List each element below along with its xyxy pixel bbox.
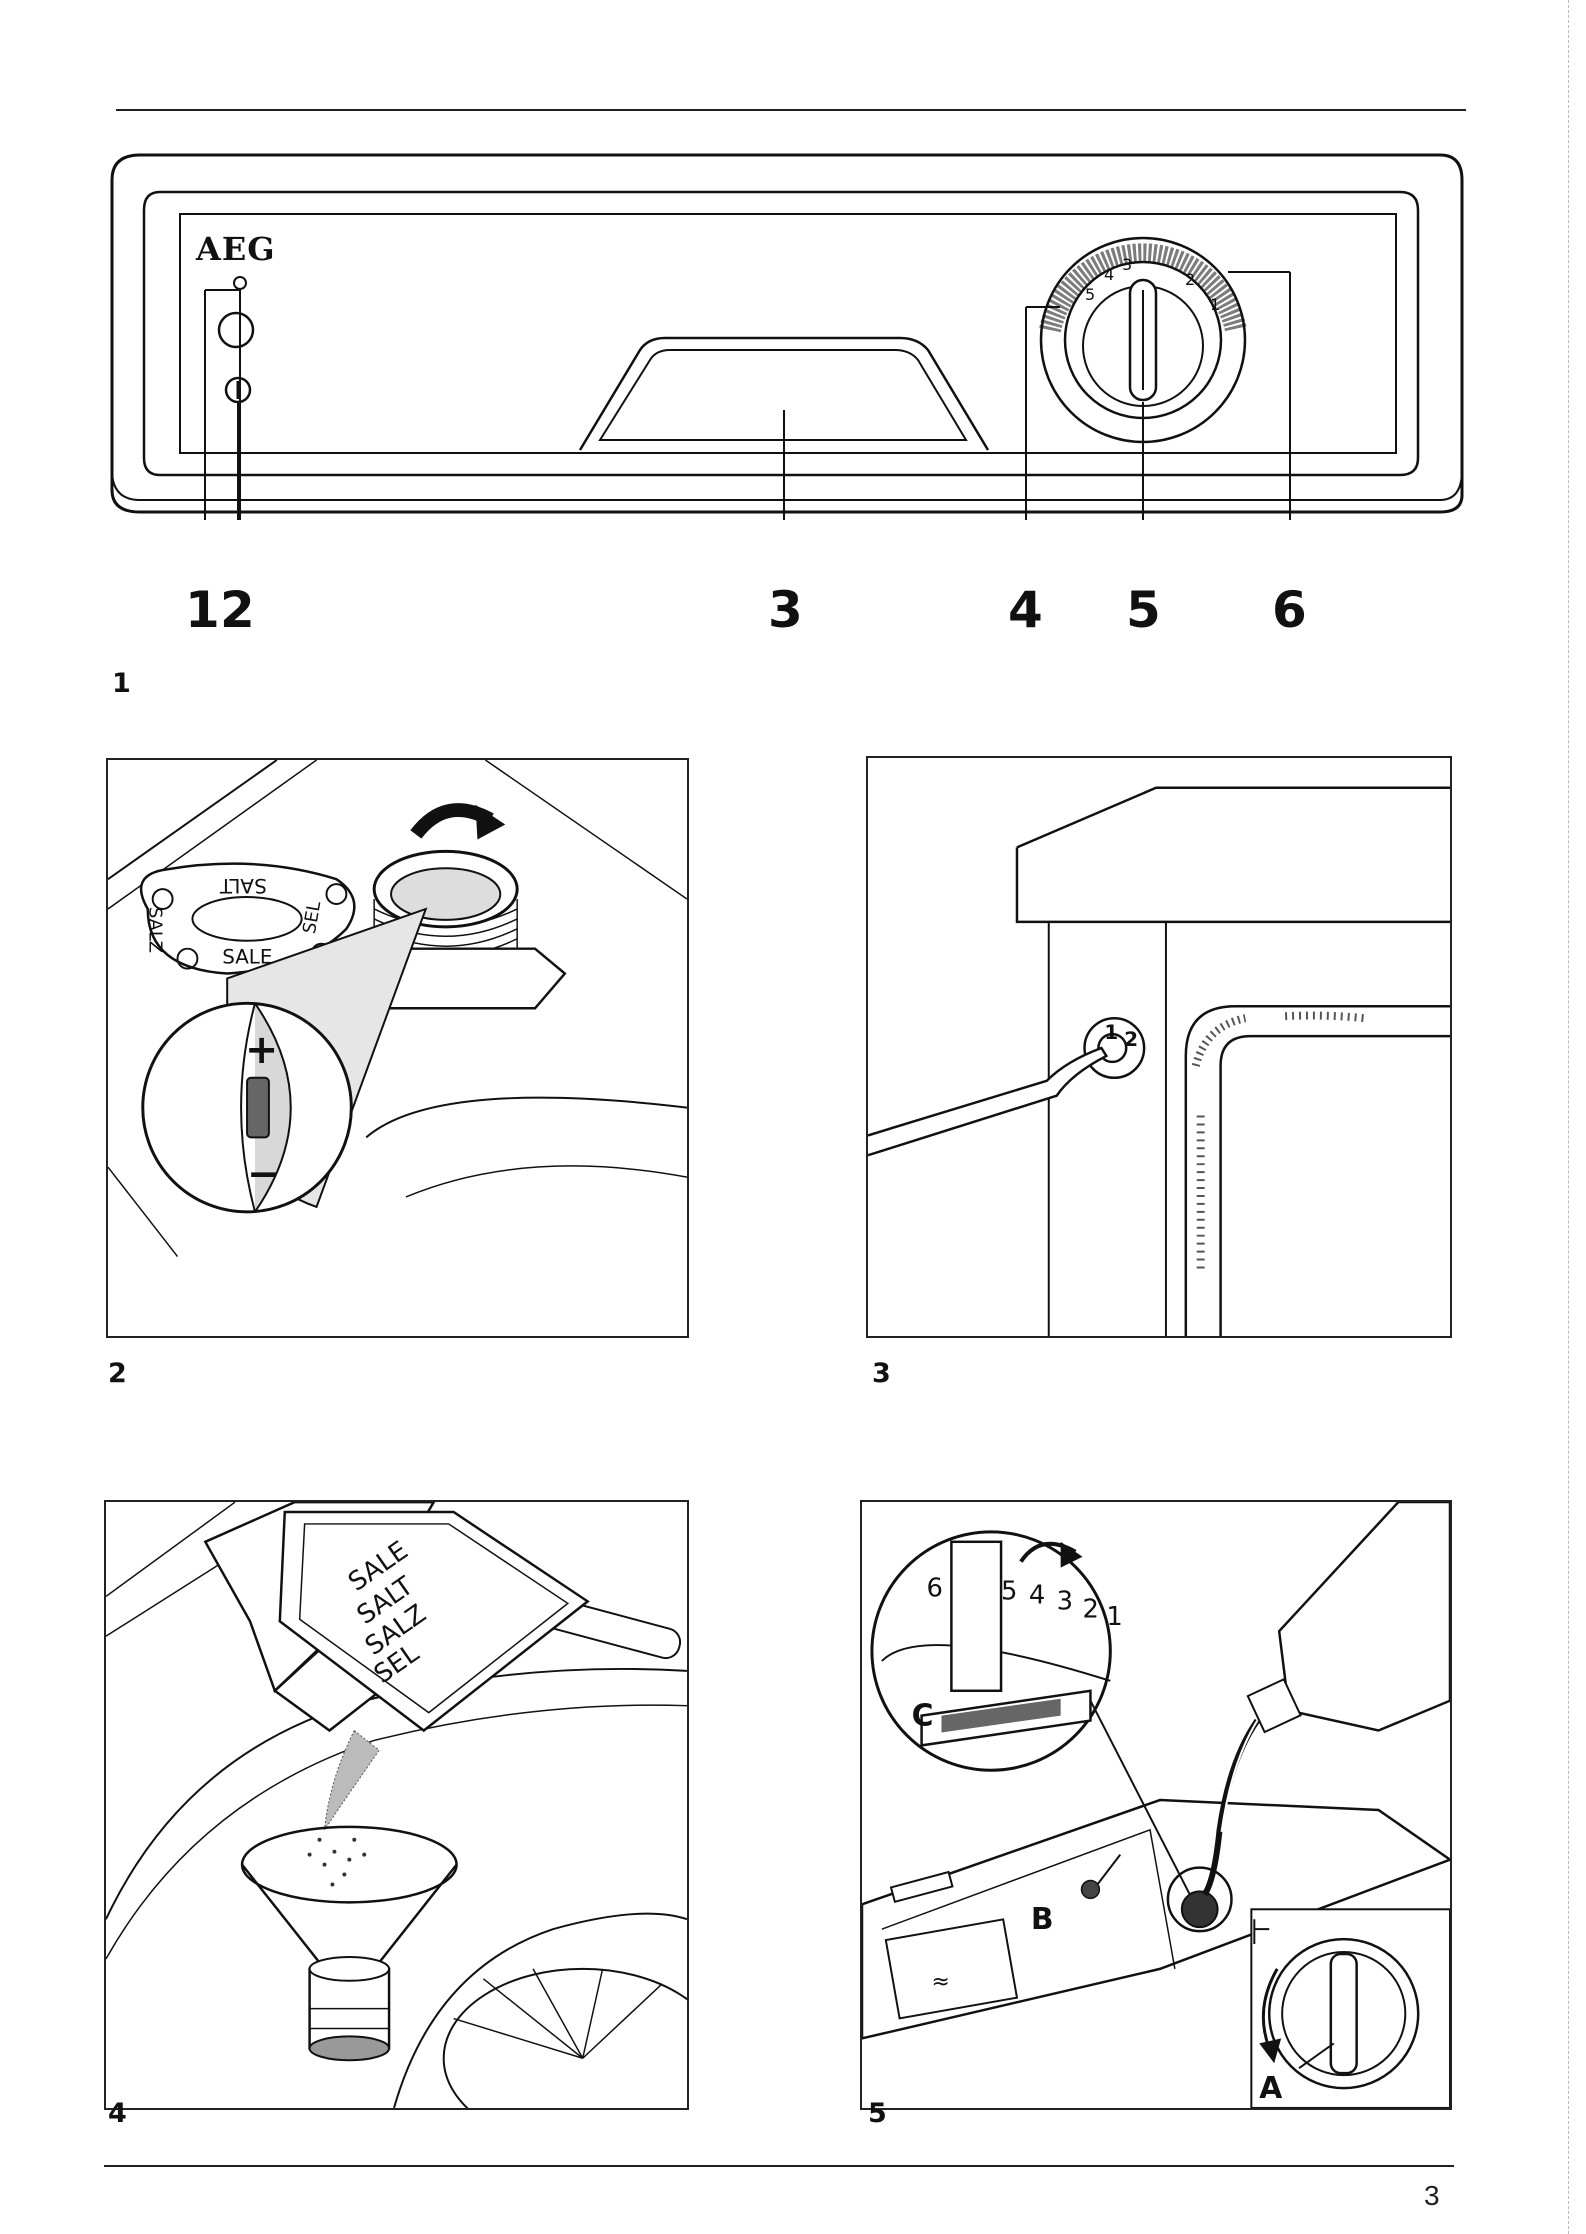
dial-number-3: 3: [1057, 1586, 1073, 1616]
selector-mark-1: 1: [1104, 1021, 1118, 1044]
minus-sign: −: [247, 1151, 280, 1197]
figure-4-pouring-salt: SALE SALT SALZ SEL: [104, 1500, 689, 2110]
letter-b: B: [1031, 1902, 1054, 1937]
dial-mark-1: 1: [1210, 295, 1220, 314]
figure-2-salt-cap: SALT SALE SEL SALZ + −: [106, 758, 689, 1338]
pouring-salt-drawing: SALE SALT SALZ SEL: [106, 1502, 687, 2108]
callout-5: 5: [1126, 585, 1161, 635]
aeg-logo: AEG: [196, 230, 276, 268]
figure-3-selector: 1 2: [866, 756, 1452, 1338]
rinse-aid-drawing: ≈ 6 5 4 3 2 1 A B C: [862, 1502, 1450, 2108]
figure-1-label: 1: [112, 670, 131, 697]
control-panel-drawing: 5 4 3 2 1: [100, 150, 1480, 520]
dial-number-5: 5: [1001, 1576, 1017, 1606]
selector-mark-2: 2: [1124, 1028, 1138, 1051]
svg-text:≈: ≈: [932, 1970, 950, 1995]
figure-3-label: 3: [872, 1360, 891, 1387]
plus-sign: +: [245, 1027, 278, 1073]
dial-number-4: 4: [1029, 1580, 1045, 1610]
callout-3: 3: [768, 585, 803, 635]
top-rule: [116, 109, 1466, 111]
callout-1: 1: [185, 585, 220, 635]
dial-mark-4: 4: [1104, 265, 1114, 284]
figure-1-control-panel: 5 4 3 2 1 AEG: [100, 150, 1480, 520]
figure-2-label: 2: [108, 1360, 127, 1387]
dial-number-2: 2: [1083, 1594, 1099, 1624]
dial-number-1: 1: [1106, 1602, 1122, 1632]
cap-text-salz: SALZ: [145, 907, 166, 953]
selector-drawing: 1 2: [868, 758, 1450, 1336]
salt-cap-drawing: SALT SALE SEL SALZ + −: [108, 760, 687, 1336]
dial-mark-3: 3: [1122, 255, 1132, 274]
figure-5-rinse-aid: ≈ 6 5 4 3 2 1 A B C: [860, 1500, 1452, 2110]
dial-number-6: 6: [927, 1573, 943, 1603]
callout-6: 6: [1272, 585, 1307, 635]
scan-edge-line: [1568, 0, 1569, 2234]
cap-text-salt: SALT: [219, 874, 267, 897]
letter-c: C: [912, 1699, 934, 1734]
callout-4: 4: [1008, 585, 1043, 635]
dial-mark-5: 5: [1085, 285, 1095, 304]
letter-a: A: [1259, 2071, 1282, 2106]
dial-mark-2: 2: [1185, 270, 1195, 289]
figure-4-label: 4: [108, 2100, 127, 2127]
figure-5-label: 5: [868, 2100, 887, 2127]
callout-2: 2: [220, 585, 255, 635]
bottom-rule: [104, 2165, 1454, 2167]
page-number: 3: [1424, 2180, 1440, 2212]
